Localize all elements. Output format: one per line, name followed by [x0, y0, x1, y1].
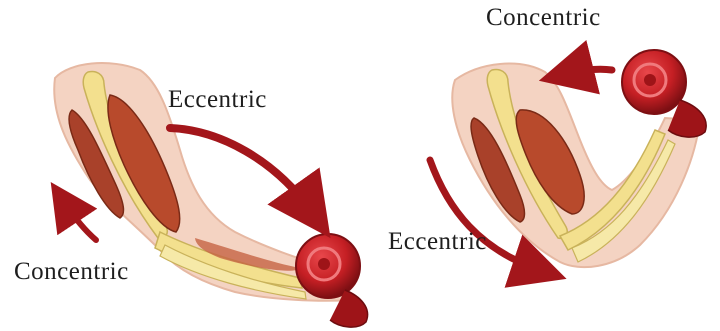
left-dumbbell — [296, 234, 368, 327]
right-concentric-arrow — [566, 69, 612, 74]
right-eccentric-label: Eccentric — [388, 228, 487, 256]
left-concentric-arrow — [64, 202, 96, 240]
left-concentric-label: Concentric — [14, 258, 129, 286]
right-concentric-label: Concentric — [486, 4, 601, 32]
left-eccentric-label: Eccentric — [168, 86, 267, 114]
